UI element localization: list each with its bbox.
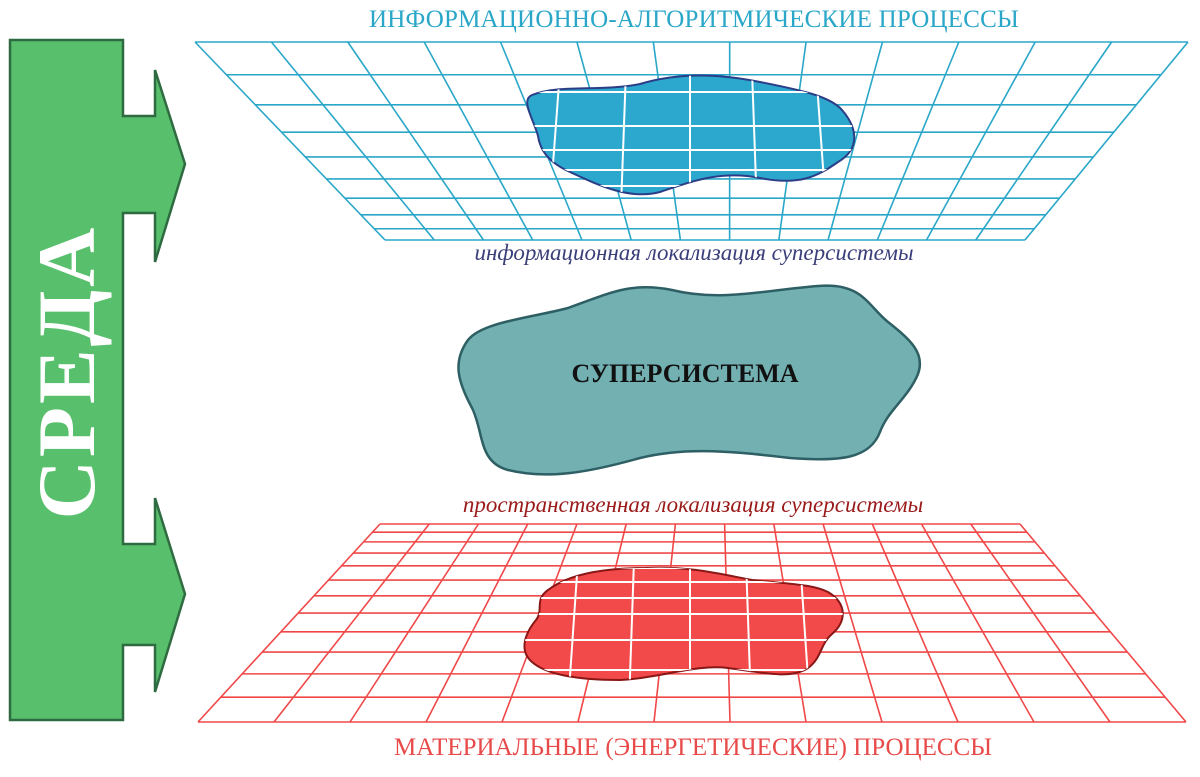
grid-column-line <box>976 42 1112 240</box>
spatial-localization-label: пространственная локализация суперсистем… <box>0 492 1200 518</box>
grid-column-line <box>424 42 533 240</box>
environment-label: СРЕДА <box>20 225 114 520</box>
information-localization-label: информационная локализация суперсистемы <box>0 240 1200 266</box>
grid-column-line <box>348 42 484 240</box>
spatial-localization-blob <box>524 568 842 680</box>
grid-column-line <box>927 42 1036 240</box>
grid-column-line <box>195 42 385 240</box>
supersystem-label: СУПЕРСИСТЕМА <box>0 359 1200 389</box>
grid-column-line <box>271 42 434 240</box>
information-process-title: ИНФОРМАЦИОННО-АЛГОРИТМИЧЕСКИЕ ПРОЦЕССЫ <box>0 6 1200 34</box>
material-process-title: МАТЕРИАЛЬНЫЕ (ЭНЕРГЕТИЧЕСКИЕ) ПРОЦЕССЫ <box>0 734 1200 762</box>
grid-column-line <box>198 524 380 722</box>
grid-column-line <box>1025 42 1188 240</box>
grid-column-line <box>877 42 959 240</box>
grid-column-line <box>1020 524 1186 722</box>
